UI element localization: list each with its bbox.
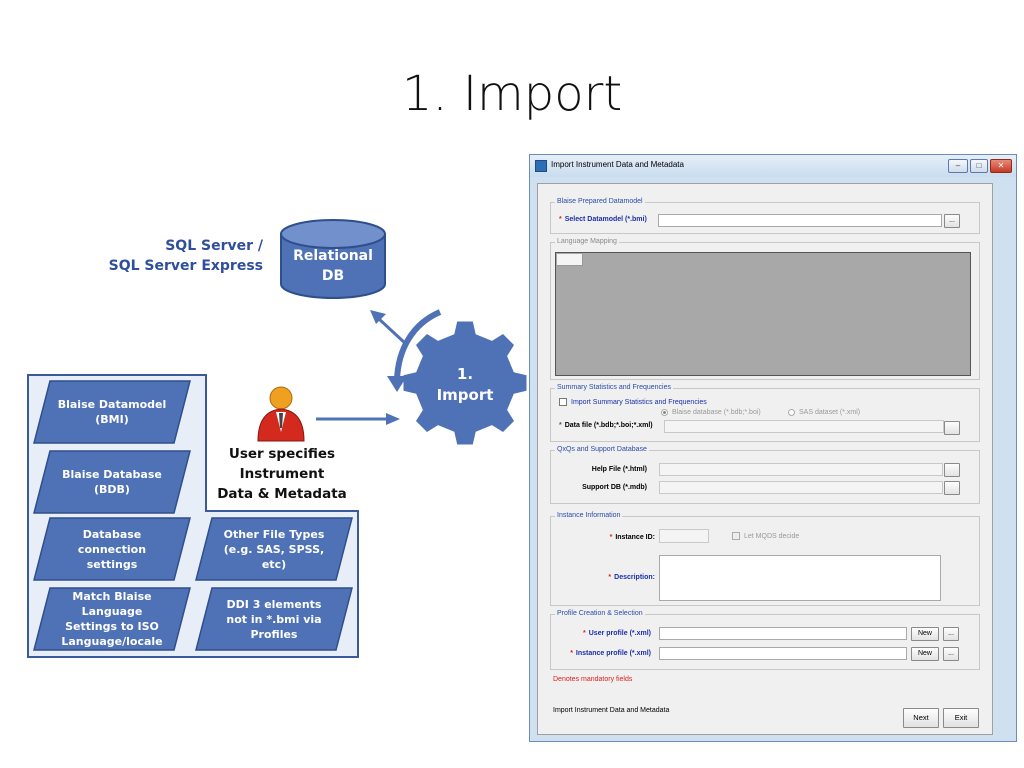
support-db-browse-button[interactable] [944, 481, 960, 495]
group-blaise-datamodel: Blaise Prepared Datamodel *Select Datamo… [550, 197, 980, 234]
slide-title: 1. Import [401, 66, 623, 122]
help-file-label: Help File (*.html) [591, 466, 647, 473]
user-icon [257, 386, 305, 442]
input-label-blaise-database: Blaise Database(BDB) [62, 468, 162, 496]
cycle-arrow-head [387, 376, 407, 392]
datamodel-browse-button[interactable]: ... [944, 214, 960, 228]
group-title-blaise: Blaise Prepared Datamodel [555, 197, 645, 207]
footer-text: Import Instrument Data and Metadata [553, 707, 670, 714]
radio-blaise-label: Blaise database (*.bdb;*.boi) [672, 409, 761, 416]
arrow-to-db-head [370, 310, 386, 324]
radio-blaise-database[interactable] [661, 409, 668, 416]
group-title-instance: Instance Information [555, 511, 623, 521]
arrow-to-db [376, 316, 408, 346]
input-other-file-types [195, 517, 353, 581]
user-profile-label: *User profile (*.xml) [583, 630, 651, 637]
input-ddi3-elements [195, 587, 353, 651]
window-body: Blaise Prepared Datamodel *Select Datamo… [537, 183, 993, 735]
group-title-summary: Summary Statistics and Frequencies [555, 383, 673, 393]
support-db-input[interactable] [659, 481, 943, 494]
user-profile-new-button[interactable]: New [911, 627, 939, 641]
input-match-language [33, 587, 191, 651]
instance-id-input[interactable] [659, 529, 709, 543]
language-mapping-grid[interactable] [555, 252, 971, 376]
group-language-mapping: Language Mapping [550, 237, 980, 380]
description-label: *Description: [608, 574, 655, 581]
instance-profile-browse-button[interactable]: ... [943, 647, 959, 661]
input-label-blaise-datamodel: Blaise Datamodel(BMI) [57, 398, 167, 426]
gear-label: 1. Import [436, 365, 494, 404]
gear-body [403, 321, 527, 445]
minimize-button[interactable]: – [948, 159, 968, 173]
let-mqds-label: Let MQDS decide [744, 533, 800, 540]
help-file-input[interactable] [659, 463, 943, 476]
group-title-profile: Profile Creation & Selection [555, 609, 645, 619]
relational-db-label: Relational DB [293, 248, 373, 284]
import-gear [403, 321, 527, 445]
support-db-label: Support DB (*.mdb) [582, 484, 647, 491]
import-diagram [27, 219, 527, 658]
exit-button[interactable]: Exit [943, 708, 979, 728]
sql-server-label: SQL Server / SQL Server Express [108, 238, 263, 274]
group-title-language: Language Mapping [555, 237, 619, 247]
data-file-input[interactable] [664, 420, 944, 433]
inputs-panel [27, 374, 359, 658]
instance-profile-new-button[interactable]: New [911, 647, 939, 661]
instance-id-label: *Instance ID: [609, 534, 655, 541]
input-label-other-file-types: Other File Types(e.g. SAS, SPSS,etc) [223, 527, 325, 571]
next-button[interactable]: Next [903, 708, 939, 728]
description-textarea[interactable] [659, 555, 941, 601]
data-file-label: *Data file (*.bdb;*.boi;*.xml) [559, 422, 653, 429]
input-blaise-database [33, 450, 191, 514]
arrow-user-to-gear-head [386, 413, 400, 425]
relational-db-cylinder [280, 219, 386, 299]
window-titlebar[interactable]: Import Instrument Data and Metadata – □ … [530, 155, 1016, 177]
group-title-qxq: QxQs and Support Database [555, 445, 649, 455]
radio-sas-label: SAS dataset (*.xml) [799, 409, 861, 416]
cycle-arrow-curve [394, 309, 442, 381]
let-mqds-checkbox[interactable] [732, 532, 740, 540]
group-profile: Profile Creation & Selection *User profi… [550, 609, 980, 670]
datamodel-path-input[interactable] [658, 214, 942, 227]
instance-profile-label: *Instance profile (*.xml) [570, 650, 651, 657]
input-blaise-datamodel [33, 380, 191, 444]
help-file-browse-button[interactable] [944, 463, 960, 477]
input-database-connection [33, 517, 191, 581]
instance-profile-input[interactable] [659, 647, 907, 660]
import-summary-checkbox[interactable] [559, 398, 567, 406]
grid-header-cell [557, 254, 583, 266]
group-instance-info: Instance Information *Instance ID: Let M… [550, 511, 980, 606]
app-icon [535, 160, 547, 172]
select-datamodel-label: *Select Datamodel (*.bmi) [559, 216, 647, 223]
import-summary-label: Import Summary Statistics and Frequencie… [571, 399, 707, 406]
window-title: Import Instrument Data and Metadata [551, 160, 684, 169]
maximize-button[interactable]: □ [970, 159, 988, 173]
close-button[interactable]: ✕ [990, 159, 1012, 173]
user-profile-input[interactable] [659, 627, 907, 640]
data-file-browse-button[interactable] [944, 421, 960, 435]
radio-sas-dataset[interactable] [788, 409, 795, 416]
user-profile-browse-button[interactable]: ... [943, 627, 959, 641]
group-qxq-support: QxQs and Support Database Help File (*.h… [550, 445, 980, 504]
group-summary-statistics: Summary Statistics and Frequencies Impor… [550, 383, 980, 442]
mandatory-note: Denotes mandatory fields [553, 676, 633, 683]
import-window: Import Instrument Data and Metadata – □ … [529, 154, 1017, 742]
user-specifies-label: User specifies Instrument Data & Metadat… [217, 446, 347, 502]
